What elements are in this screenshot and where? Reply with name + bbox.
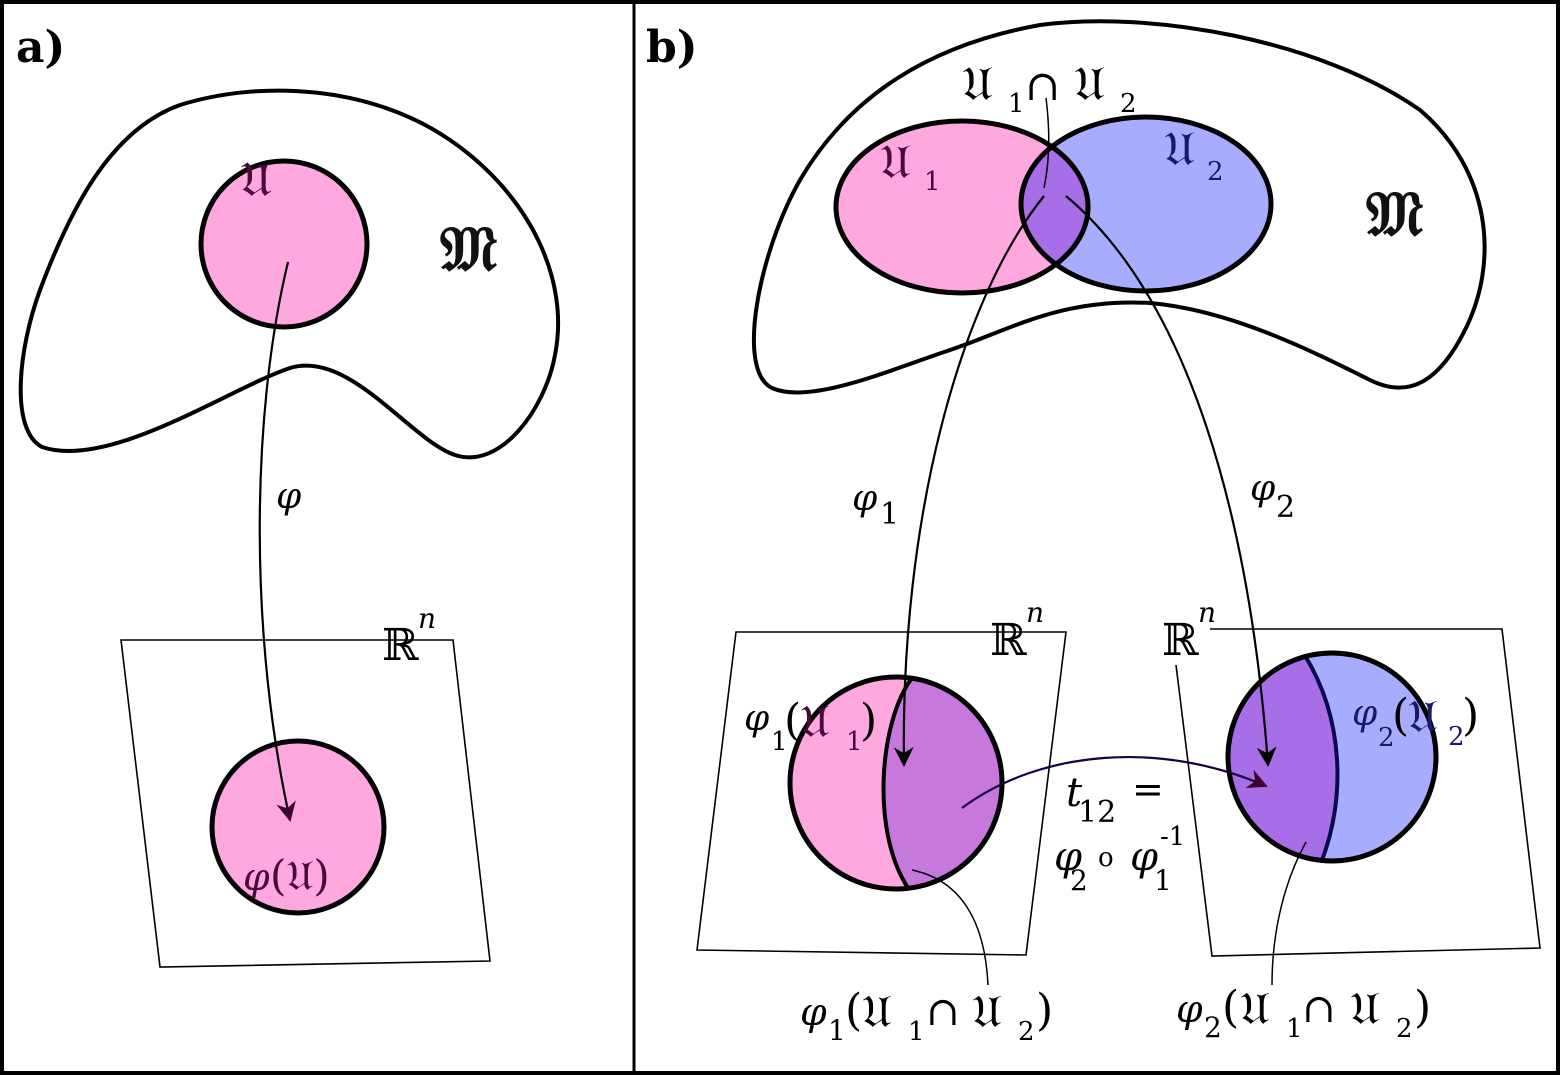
- image2-close: ): [1462, 690, 1479, 741]
- phi1-arrow: [893, 195, 1045, 767]
- rn-left-exp: n: [1026, 596, 1044, 629]
- image-label-arg: (𝔘): [270, 851, 330, 900]
- intersection-label-cap: ∩: [1025, 61, 1060, 110]
- overlap1-sub1: 1: [908, 1017, 925, 1047]
- overlap1-label: φ 1 ( 𝔘 1 ∩ 𝔘 2 ): [800, 984, 1053, 1047]
- image-overlap-left-edge: [881, 677, 914, 889]
- phi2-label: φ: [1250, 468, 1276, 509]
- image1-close: ): [860, 695, 877, 746]
- rn-label-exp: n: [418, 602, 436, 635]
- image1-setsub: 1: [846, 727, 863, 757]
- overlap1-fn: φ: [800, 990, 827, 1034]
- overlap1-set2: 𝔘: [972, 984, 1002, 1038]
- transition-t-sub: 12: [1078, 795, 1116, 830]
- panel-b-label: b): [646, 22, 698, 73]
- open-set-u1-fill: [836, 121, 1088, 293]
- image-overlap-right-edge: [1302, 653, 1340, 861]
- overlap2-set1: 𝔘: [1240, 981, 1270, 1035]
- transition-phi2: φ: [1054, 834, 1082, 880]
- overlap2-open: (: [1222, 982, 1239, 1033]
- u2-label: 𝔘: [1164, 121, 1195, 177]
- manifold-symbol: 𝔐: [440, 212, 498, 285]
- overlap1-sub: 1: [828, 1014, 846, 1047]
- transition-phi1: φ: [1130, 834, 1158, 880]
- transition-phi1-exp: -1: [1160, 822, 1185, 852]
- image2-open: (: [1392, 690, 1409, 741]
- image1-sub: 1: [771, 727, 788, 757]
- intersection-label-set1: 𝔘: [962, 56, 993, 112]
- overlap2-label: φ 2 ( 𝔘 1 ∩ 𝔘 2 ): [1176, 981, 1431, 1044]
- open-set-label: 𝔘: [240, 150, 272, 208]
- overlap2-sub1: 1: [1286, 1014, 1303, 1044]
- open-set-u2-fill: [1021, 117, 1271, 291]
- image1-fn: φ: [744, 698, 770, 739]
- image2-set: 𝔘: [1408, 689, 1438, 743]
- image-disk-right-outline: [1225, 650, 1439, 864]
- overlap1-sub2: 2: [1018, 1017, 1035, 1047]
- phi-arrow: [258, 261, 296, 822]
- u2-sub: 2: [1207, 157, 1224, 187]
- overlap1-set1: 𝔘: [862, 984, 892, 1038]
- phi1-sub: 1: [880, 497, 899, 532]
- u1-sub: 1: [924, 167, 941, 197]
- transition-t: t: [1066, 770, 1083, 816]
- overlap2-sub2: 2: [1396, 1014, 1413, 1044]
- phi2-arrow: [1065, 195, 1277, 767]
- rn-plane: [120, 639, 491, 968]
- rn-right-base: ℝ: [1162, 615, 1199, 666]
- rn-label-base: ℝ: [382, 620, 419, 671]
- image1-set: 𝔘: [800, 694, 830, 748]
- transition-compose: o: [1098, 843, 1114, 873]
- image1-open: (: [784, 695, 801, 746]
- open-set-u: [198, 158, 370, 330]
- rn-left-base: ℝ: [990, 615, 1027, 666]
- intersection-label-sub1: 1: [1008, 89, 1025, 119]
- intersection-label-sub2: 2: [1120, 89, 1137, 119]
- image-disk: [209, 738, 387, 916]
- overlap2-set2: 𝔘: [1350, 981, 1380, 1035]
- panel-a-label: a): [16, 22, 65, 73]
- image-overlap-left: [883, 677, 1002, 889]
- u1-label: 𝔘: [880, 134, 911, 190]
- open-set-u1: [833, 118, 1091, 296]
- image-overlap-right: [1228, 653, 1338, 861]
- overlap2-close: ): [1414, 982, 1431, 1033]
- overlap1-cap: ∩: [926, 989, 960, 1035]
- overlap1-leader: [911, 869, 989, 986]
- overlap1-close: ): [1036, 985, 1053, 1036]
- image2-sub: 2: [1378, 723, 1395, 753]
- phi1-label: φ: [852, 478, 878, 519]
- panel-b: b) 𝔐 𝔘 1 𝔘 2 𝔘 1 ∩ 𝔘 2 ℝ n ℝ n: [646, 19, 1541, 1047]
- image2-fn: φ: [1352, 693, 1378, 734]
- rn-plane-right: [1175, 628, 1541, 957]
- image2-setsub: 2: [1448, 722, 1465, 752]
- manifold-symbol: 𝔐: [1366, 177, 1424, 250]
- transition-phi2-sub: 2: [1070, 864, 1088, 897]
- overlap2-leader: [1271, 841, 1307, 986]
- overlap1-open: (: [845, 985, 862, 1036]
- transition-phi1-sub: 1: [1154, 864, 1172, 897]
- panel-a: a) 𝔐 𝔘 ℝ n φ φ (𝔘): [16, 22, 561, 968]
- intersection-label-set2: 𝔘: [1074, 56, 1105, 112]
- intersection-leader: [1043, 97, 1050, 189]
- phi2-sub: 2: [1276, 490, 1295, 525]
- rn-plane-left: [696, 631, 1067, 956]
- overlap2-sub: 2: [1204, 1011, 1222, 1044]
- rn-right-exp: n: [1198, 596, 1216, 629]
- transition-arrow: [961, 755, 1268, 809]
- overlap2-cap: ∩: [1302, 986, 1336, 1032]
- overlap2-fn: φ: [1176, 987, 1203, 1031]
- image-label-fn: φ: [243, 855, 270, 899]
- transition-eq: =: [1132, 767, 1164, 811]
- phi-label: φ: [276, 476, 302, 517]
